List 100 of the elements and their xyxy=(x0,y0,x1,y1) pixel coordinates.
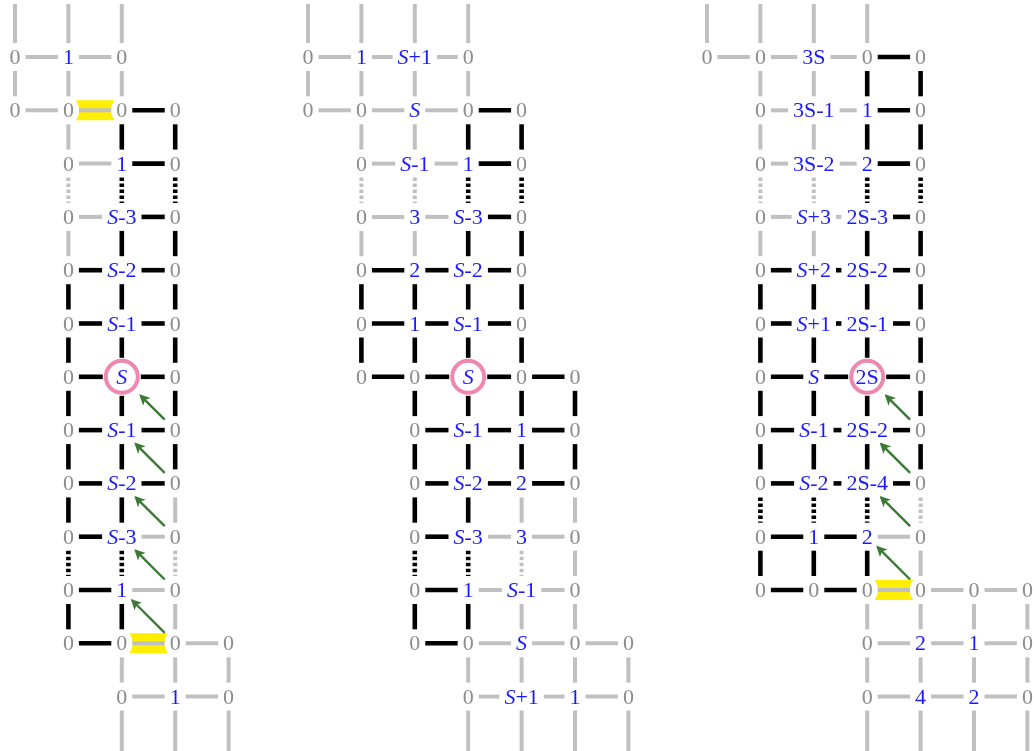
grid-line xyxy=(425,534,449,539)
grid-value: S-1 xyxy=(452,419,484,442)
grid-line xyxy=(487,481,512,486)
grid-value: 0 xyxy=(860,632,874,655)
grid-value: S-1 xyxy=(106,419,138,442)
grid-line xyxy=(318,55,351,59)
grid-line xyxy=(466,4,471,43)
grid-value: S xyxy=(408,99,422,122)
grid-line xyxy=(758,444,763,470)
grid-line xyxy=(172,230,178,257)
grid-line xyxy=(864,550,870,576)
grid-value: 0 xyxy=(61,472,75,495)
grid-line xyxy=(412,284,418,310)
grid-value: 0 xyxy=(61,205,75,228)
grid-line xyxy=(705,4,709,43)
grid-value: 2S-4 xyxy=(845,472,889,495)
grid-value: 1 xyxy=(461,579,475,601)
grid-line xyxy=(465,550,471,576)
grid-line xyxy=(425,321,449,326)
grid-line xyxy=(1025,657,1030,683)
grid-line xyxy=(758,390,763,417)
grid-value: 0 xyxy=(914,46,928,68)
grid-line xyxy=(758,284,763,310)
grid-line xyxy=(972,657,976,683)
grid-value: 0 xyxy=(753,205,767,228)
grid-value: 0 xyxy=(168,419,182,442)
grid-value: 0 xyxy=(168,205,182,228)
grid-value: S xyxy=(807,365,821,388)
grid-line xyxy=(78,55,112,59)
grid-line xyxy=(465,444,471,470)
grid-line xyxy=(425,481,449,486)
grid-line xyxy=(141,267,165,273)
grid-line xyxy=(519,657,524,683)
pointer-arrow xyxy=(134,442,166,474)
grid-value: S-1 xyxy=(505,579,538,601)
grid-value: S-2 xyxy=(106,259,138,282)
grid-line xyxy=(532,374,565,380)
grid-line xyxy=(306,71,310,97)
grid-value: 0 xyxy=(753,99,767,122)
grid-line xyxy=(132,161,165,166)
grid-line xyxy=(13,71,17,97)
grid-line xyxy=(359,124,364,150)
grid-line xyxy=(541,588,565,592)
grid-line xyxy=(1025,604,1030,630)
pointer-arrow xyxy=(879,442,911,474)
grid-line xyxy=(573,497,577,523)
grid-value: 0 xyxy=(168,632,182,655)
grid-line xyxy=(478,641,512,646)
grid-line xyxy=(172,284,178,310)
grid-value: S-1 xyxy=(798,419,830,442)
grid-line xyxy=(519,284,524,310)
grid-line xyxy=(119,444,125,470)
grid-line xyxy=(519,497,524,523)
grid-value: S-3 xyxy=(106,525,138,548)
grid-line xyxy=(572,444,578,470)
grid-line xyxy=(78,108,112,113)
grid-value: 0 xyxy=(860,46,874,68)
grid-line xyxy=(78,587,112,593)
grid-value: 2 xyxy=(860,525,874,548)
grid-line xyxy=(465,497,471,523)
grid-line xyxy=(487,267,512,273)
grid-line xyxy=(865,710,870,751)
grid-line xyxy=(918,337,923,363)
grid-line xyxy=(465,177,471,203)
grid-line xyxy=(836,321,842,326)
grid-value: 0 xyxy=(568,365,582,388)
grid-value: 3 xyxy=(408,205,422,228)
grid-value: 4 xyxy=(914,685,928,708)
grid-line xyxy=(66,177,71,203)
grid-line xyxy=(770,214,792,219)
grid-line xyxy=(412,4,417,43)
grid-line xyxy=(412,550,418,576)
grid-line xyxy=(412,124,417,150)
grid-line xyxy=(173,710,178,751)
grid-line xyxy=(487,374,512,380)
grid-line xyxy=(836,267,842,273)
grid-line xyxy=(758,124,763,150)
grid-value: 0 xyxy=(515,312,529,335)
grid-line xyxy=(984,588,1017,592)
grid-line xyxy=(770,267,792,273)
grid-line xyxy=(78,534,103,539)
grid-value: 2S-2 xyxy=(845,419,889,442)
grid-line xyxy=(66,124,71,150)
grid-line xyxy=(519,124,524,150)
grid-line xyxy=(824,587,857,593)
grid-value: 0 xyxy=(301,46,315,68)
grid-value: 0 xyxy=(568,472,582,495)
grid-value: 0 xyxy=(568,419,582,442)
grid-value: 0 xyxy=(408,525,422,548)
grid-line xyxy=(918,497,923,523)
grid-line xyxy=(758,4,763,43)
grid-value: 0 xyxy=(914,579,928,601)
grid-line xyxy=(132,588,165,592)
grid-value: S xyxy=(515,632,529,655)
grid-value: S-3 xyxy=(452,205,484,228)
grid-value: 0 xyxy=(515,99,529,122)
grid-line xyxy=(918,71,923,97)
grid-value: S-2 xyxy=(452,259,484,282)
grid-value: 1 xyxy=(115,152,129,175)
grid-line xyxy=(573,657,577,683)
